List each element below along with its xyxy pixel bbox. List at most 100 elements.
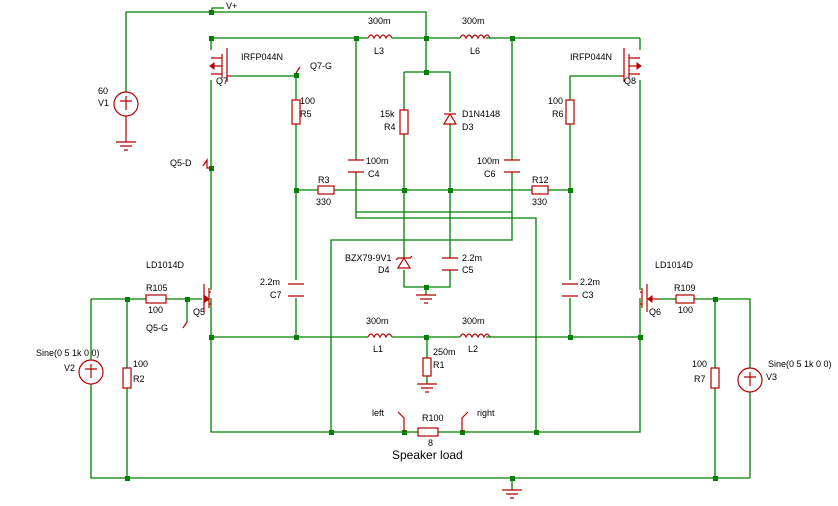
label-left: left	[372, 408, 385, 418]
label-l6-value: 300m	[462, 16, 485, 26]
label-q7-name: Q7	[216, 76, 228, 86]
label-c6-value: 100m	[477, 156, 500, 166]
r12-resistor	[531, 185, 549, 195]
label-v3-value: Sine(0 5 1k 0 0)	[768, 359, 832, 369]
wires	[90, 7, 751, 490]
label-r109-name: R109	[674, 283, 696, 293]
label-l1-name: L1	[373, 344, 383, 354]
label-l1-value: 300m	[366, 316, 389, 326]
q8-mosfet	[620, 48, 642, 82]
label-q7-g: Q7-G	[310, 61, 332, 71]
label-d4-part: BZX79-9V1	[345, 253, 392, 263]
r105-resistor	[145, 294, 167, 304]
c6-capacitor	[504, 159, 520, 173]
label-q8-name: Q8	[624, 76, 636, 86]
v1-source	[113, 91, 139, 151]
label-l2-value: 300m	[462, 316, 485, 326]
l2-inductor	[459, 333, 491, 339]
label-r100-value: 8	[428, 438, 433, 448]
r3-resistor	[317, 185, 335, 195]
label-r4-value: 15k	[380, 109, 395, 119]
v3-source	[737, 367, 763, 393]
label-q5-part: LD1014D	[146, 260, 185, 270]
ground-r1	[417, 383, 437, 393]
label-r2-name: R2	[133, 374, 145, 384]
label-r105-name: R105	[146, 283, 168, 293]
label-c7-value: 2.2m	[260, 277, 280, 287]
label-c5-name: C5	[462, 265, 474, 275]
label-r3-value: 330	[316, 197, 331, 207]
q5-transistor	[203, 284, 211, 312]
label-r7-name: R7	[694, 374, 706, 384]
label-r5-name: R5	[300, 109, 312, 119]
label-d3-part: D1N4148	[462, 109, 500, 119]
junctions	[125, 10, 718, 481]
label-r5-value: 100	[300, 96, 315, 106]
label-c4-value: 100m	[366, 156, 389, 166]
label-v3-name: V3	[766, 372, 777, 382]
c7-capacitor	[288, 283, 304, 297]
l3-inductor	[367, 34, 393, 40]
d4-zener	[395, 255, 413, 269]
l1-inductor	[367, 333, 393, 339]
q7-mosfet	[209, 48, 231, 82]
c4-capacitor	[348, 159, 364, 173]
r4-resistor	[399, 109, 409, 135]
q7-g-flag	[295, 66, 301, 74]
label-r109-value: 100	[678, 305, 693, 315]
label-c3-value: 2.2m	[580, 277, 600, 287]
label-q6-part: LD1014D	[655, 260, 694, 270]
r100-resistor	[417, 427, 439, 437]
r109-resistor	[675, 294, 695, 304]
label-c5-value: 2.2m	[462, 253, 482, 263]
label-d3-name: D3	[462, 122, 474, 132]
label-r1-name: R1	[433, 360, 445, 370]
label-c6-name: C6	[484, 169, 496, 179]
label-right: right	[477, 408, 495, 418]
q6-transistor	[640, 284, 660, 312]
label-r6-name: R6	[552, 109, 564, 119]
label-r100-name: R100	[422, 413, 444, 423]
c5-capacitor	[442, 257, 458, 271]
q5-g-flag	[182, 321, 188, 329]
right-flag	[461, 411, 469, 432]
label-l3-name: L3	[374, 46, 384, 56]
l6-inductor	[459, 34, 491, 40]
r7-resistor	[710, 367, 720, 389]
q5-d-flag	[202, 158, 211, 169]
label-r12-value: 330	[532, 197, 547, 207]
labels: V+ 60 V1 IRFP044N Q7 Q7-G 100 R5 Q5-D 30…	[36, 1, 832, 462]
label-q8-part: IRFP044N	[570, 52, 612, 62]
label-l3-value: 300m	[368, 16, 391, 26]
v2-source	[78, 359, 104, 385]
label-r1-value: 250m	[433, 347, 456, 357]
label-vplus: V+	[226, 1, 237, 11]
label-d4-name: D4	[378, 265, 390, 275]
label-v2-value: Sine(0 5 1k 0 0)	[36, 348, 100, 358]
label-q7-part: IRFP044N	[241, 52, 283, 62]
r1-resistor	[422, 357, 432, 377]
label-r7-value: 100	[692, 359, 707, 369]
label-r12-name: R12	[532, 175, 549, 185]
ground-main	[502, 489, 522, 499]
ground-center	[416, 294, 436, 304]
label-v1-name: V1	[98, 98, 109, 108]
label-speaker-load: Speaker load	[392, 448, 463, 462]
label-l2-name: L2	[468, 344, 478, 354]
label-r105-value: 100	[148, 305, 163, 315]
label-r2-value: 100	[133, 359, 148, 369]
label-l6-name: L6	[470, 46, 480, 56]
label-q6-name: Q6	[649, 307, 661, 317]
label-r6-value: 100	[548, 96, 563, 106]
label-c3-name: C3	[582, 290, 594, 300]
label-v2-name: V2	[64, 363, 75, 373]
r6-resistor	[565, 99, 575, 125]
label-q5-d: Q5-D	[170, 158, 192, 168]
r5-resistor	[291, 99, 301, 125]
label-q5-name: Q5	[193, 307, 205, 317]
label-c7-name: C7	[270, 290, 282, 300]
r2-resistor	[122, 367, 132, 389]
label-v1-value: 60	[98, 86, 108, 96]
label-q5-g: Q5-G	[146, 323, 168, 333]
